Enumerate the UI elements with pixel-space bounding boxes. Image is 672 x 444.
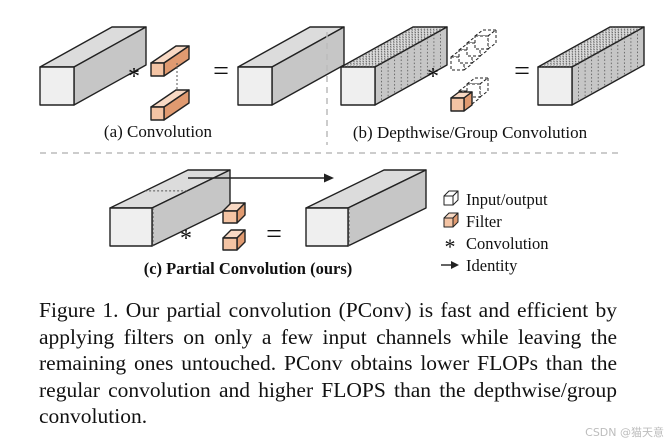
output-cube-a-front [237,66,273,106]
filter-cube-icon [443,212,459,228]
conv-operator-c: * [180,226,192,252]
group-filter-top-3 [474,29,497,50]
filter-bottom-a [150,89,190,121]
filter-top-c-front [222,210,238,224]
output-cube-b [537,26,645,106]
input-cube-a [39,26,147,106]
arrow-right-icon-head [451,261,459,269]
output-cube-b-front [537,66,573,106]
pconv-figure: (a) Convolution (b) Depthwise/Group Conv… [39,26,645,278]
conv-operator-a: * [128,64,140,90]
input-cube-c-front [109,207,153,247]
filter-bottom-c-front [222,237,238,251]
panel-b-depthwise-group-convolution [340,26,645,112]
filter-bottom-c [222,229,246,251]
legend-label-identity: Identity [466,256,518,275]
filter-top-a-front [150,62,165,77]
cube-outline-icon-front [443,195,454,206]
output-cube-a [237,26,345,106]
equals-operator-b: = [514,56,530,87]
output-cube-c [305,169,427,247]
panel-a-convolution [39,26,345,121]
panel-c-label: (c) Partial Convolution (ours) [144,259,353,278]
legend-label-filter: Filter [466,212,502,231]
filter-cube-icon-front [443,217,454,228]
panel-c-partial-convolution [109,169,427,251]
legend-label-input-output: Input/output [466,190,548,209]
filter-top-a [150,45,190,77]
panel-a-label: (a) Convolution [104,122,213,141]
input-cube-a-front [39,66,75,106]
cube-outline-icon [443,190,459,206]
identity-arrow-head [324,173,334,183]
watermark: CSDN @猫天意 [585,426,664,439]
conv-operator-b: * [427,64,439,90]
figure-caption: Figure 1. Our partial convolution (PConv… [39,298,617,428]
input-cube-b [340,26,448,106]
group-filter-active [450,91,473,112]
output-cube-c-front [305,207,349,247]
legend-label-convolution: Convolution [466,234,549,253]
equals-operator-c: = [266,219,282,250]
group-filter-active-front [450,97,465,112]
legend-asterisk-icon: * [445,234,456,259]
legend [441,190,459,269]
filter-bottom-a-front [150,106,165,121]
filter-top-c [222,202,246,224]
equals-operator-a: = [213,56,229,87]
input-cube-b-front [340,66,376,106]
group-filter-top-3-front [474,35,489,50]
panel-b-label: (b) Depthwise/Group Convolution [353,123,588,142]
input-cube-c [109,169,231,247]
